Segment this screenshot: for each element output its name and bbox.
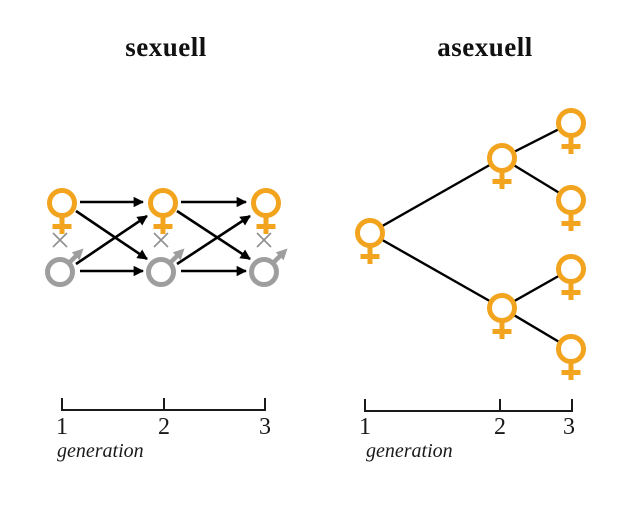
male-arrow-head [71,248,84,261]
female-symbol [556,334,586,380]
male-symbol [249,248,288,287]
male-arrow-head [275,248,288,261]
mating-cross-icon [256,232,272,248]
generation-axis: 1 2 3 generation [56,398,271,462]
male-symbol [146,248,185,287]
inheritance-arrow [75,214,148,266]
axis-tick-label: 1 [359,414,371,440]
female-symbol [556,254,586,300]
panel-title-sexual: sexuell [125,32,207,62]
axis-line [364,399,573,412]
male-circle [146,257,176,287]
female-symbol [355,218,385,264]
female-circle [556,254,586,284]
axis-caption: generation [366,440,453,462]
female-circle [355,218,385,248]
mating-cross-icon [52,232,68,248]
female-symbol [487,143,517,189]
inheritance-arrow [176,209,251,261]
axis-tick-label: 3 [259,414,271,440]
axis-tick-label: 2 [158,414,170,440]
panel-title-asexual: asexuell [437,32,533,62]
female-circle [556,108,586,138]
female-symbol [556,108,586,154]
male-circle [45,257,75,287]
axis-tick-label: 3 [563,414,575,440]
axis-tick-label: 2 [494,414,506,440]
female-circle [556,185,586,215]
mating-cross-icon [153,232,169,248]
descent-line [369,156,503,235]
male-symbol [45,248,84,287]
inheritance-arrows [75,196,148,277]
female-circle [487,293,517,323]
female-circle [556,334,586,364]
inheritance-arrows [176,196,251,277]
female-symbol [487,293,517,339]
male-arrow-head [172,248,185,261]
inheritance-arrow [75,209,148,261]
male-circle [249,257,279,287]
female-circle [148,188,178,218]
axis-tick-label: 1 [56,414,68,440]
female-symbol [556,185,586,231]
inheritance-arrow [176,214,251,266]
descent-line [369,231,503,310]
female-symbol [47,188,77,234]
female-symbol [148,188,178,234]
generation-axis: 1 2 3 generation [359,399,575,462]
female-circle [487,143,517,173]
female-circle [47,188,77,218]
female-symbol [251,188,281,234]
axis-caption: generation [57,440,144,462]
female-circle [251,188,281,218]
